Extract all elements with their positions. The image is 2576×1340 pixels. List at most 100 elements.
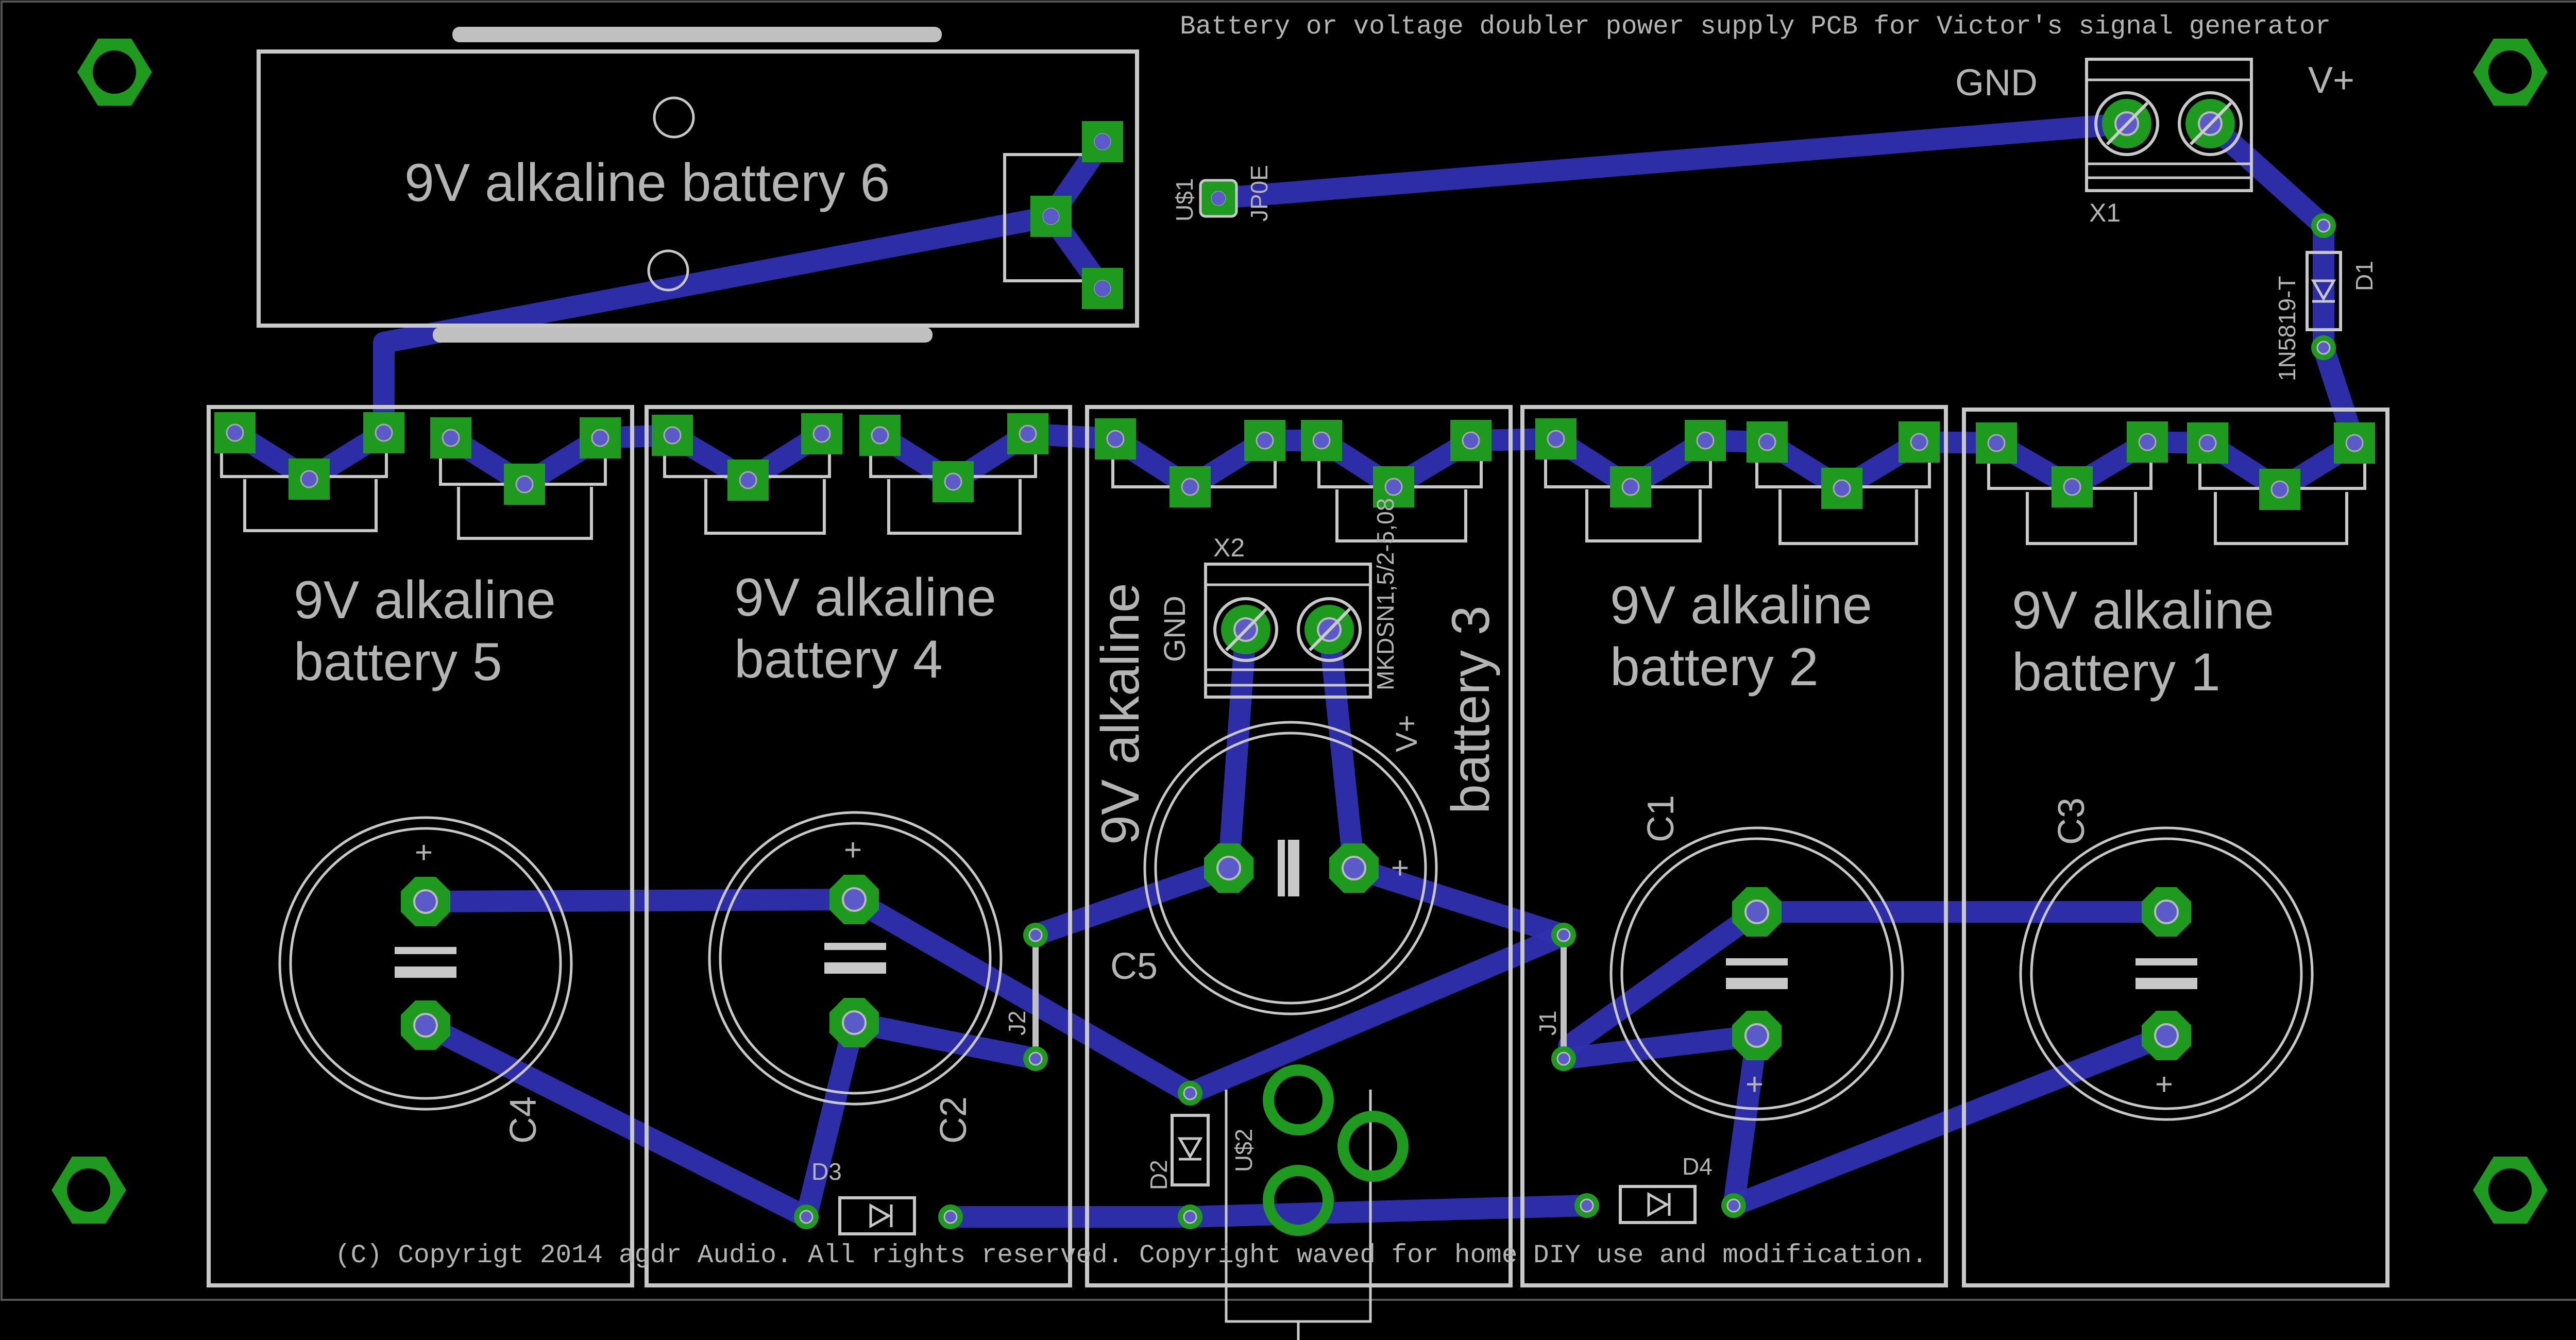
drill — [1384, 478, 1403, 496]
drill — [944, 472, 962, 491]
c2-plate — [824, 943, 886, 950]
trace — [1311, 428, 1567, 498]
drill — [2198, 434, 2217, 452]
drill — [812, 425, 831, 443]
d4-symbol — [1647, 1192, 1670, 1217]
d3-symbol — [869, 1203, 892, 1229]
drill — [442, 429, 460, 447]
d2-label: D2 — [1145, 1160, 1172, 1190]
x1-label: X1 — [2089, 198, 2121, 227]
drill — [1183, 1086, 1197, 1100]
drill — [842, 1010, 867, 1035]
drill — [1833, 479, 1851, 498]
battery-6-mount-hole — [647, 249, 689, 292]
battery-3-label-line1: 9V alkaline — [1091, 583, 1150, 845]
drill — [1744, 900, 1769, 924]
battery-6-mount-hole — [653, 96, 695, 139]
c2-plus: + — [844, 833, 862, 867]
x2-pads — [1221, 605, 1354, 654]
c5-plus: + — [1391, 851, 1409, 885]
battery-1-outline — [1962, 408, 2389, 1287]
trace — [373, 206, 1062, 443]
c2-label: C2 — [933, 1096, 974, 1144]
c3-label: C3 — [2051, 798, 2092, 845]
battery-3-outline — [1085, 405, 1513, 1287]
battery-snap — [2026, 492, 2137, 545]
drill — [515, 475, 534, 494]
c1-plate — [1726, 958, 1788, 965]
trace — [843, 889, 1574, 1104]
drill — [663, 426, 682, 445]
drill — [1028, 1051, 1043, 1066]
board-outline — [1, 1, 2576, 1301]
drill — [1726, 1198, 1741, 1213]
c2-plate — [824, 962, 886, 974]
battery-4-label-line1: 9V alkaline — [734, 568, 996, 627]
drill — [1019, 425, 1037, 443]
drill — [2316, 341, 2331, 355]
drill — [2138, 433, 2157, 451]
drill — [1183, 1210, 1197, 1224]
c5-plate — [1278, 840, 1285, 896]
trace — [843, 1012, 1046, 1070]
drill — [1312, 431, 1331, 450]
vplus-label: V+ — [2308, 60, 2354, 101]
drill — [799, 1210, 814, 1224]
drill — [1181, 478, 1199, 496]
battery-snap — [457, 487, 593, 540]
battery-snap — [243, 479, 378, 532]
battery-5-outline — [207, 405, 634, 1287]
d1-outline — [2306, 251, 2342, 331]
d1-symbol — [2311, 279, 2336, 302]
c4-outline-inner — [289, 827, 562, 1100]
drill — [2270, 480, 2289, 499]
drill — [1744, 1023, 1769, 1048]
c1-outline-inner — [1620, 837, 1893, 1110]
trace — [415, 889, 865, 912]
trace — [1545, 428, 1778, 498]
board-title: Battery or voltage doubler power supply … — [1180, 12, 2331, 42]
x2-gnd-label: GND — [1158, 596, 1192, 662]
screw-slot — [1308, 607, 1351, 652]
battery-4-outline — [645, 405, 1072, 1287]
battery-2-outline — [1520, 405, 1948, 1287]
c3-plate — [2136, 978, 2197, 989]
mounting-hole-drill — [67, 1168, 110, 1212]
c4-plate — [395, 947, 456, 954]
c5-outline-inner — [1154, 732, 1427, 1005]
d1-part-label: 1N5819-T — [2274, 276, 2300, 381]
drill — [871, 426, 889, 445]
trace — [1756, 431, 2007, 499]
drill — [1547, 430, 1565, 448]
silkscreen — [207, 27, 2389, 1340]
small-pads — [794, 213, 2336, 1229]
drill — [1556, 928, 1571, 942]
battery-6-outline — [257, 49, 1139, 328]
battery-2-label-line2: battery 2 — [1610, 637, 1819, 697]
drill — [842, 887, 867, 912]
c3-outline-inner — [2030, 837, 2303, 1110]
drill — [226, 423, 244, 442]
trace — [415, 1014, 817, 1228]
drill — [375, 423, 393, 442]
d3-label: D3 — [811, 1158, 842, 1185]
c3-outline — [2019, 826, 2314, 1121]
trace — [795, 1012, 865, 1228]
d3-outline — [838, 1196, 916, 1235]
battery-snap — [1778, 489, 1918, 545]
trace — [869, 423, 1126, 493]
drill — [413, 889, 438, 914]
battery-6-label: 9V alkaline battery 6 — [404, 153, 890, 213]
c5-plate — [1288, 840, 1299, 896]
drill — [2154, 900, 2179, 924]
battery-row-pads — [214, 412, 2375, 510]
mounting-hole — [77, 39, 152, 106]
c2-outline — [708, 811, 1003, 1106]
drill — [1211, 191, 1226, 206]
screw-slot — [1225, 607, 1268, 652]
x1-pads — [2102, 99, 2235, 148]
j2-label: J2 — [1004, 1010, 1030, 1036]
x1-screw — [2178, 91, 2243, 156]
drill — [1556, 1051, 1571, 1066]
